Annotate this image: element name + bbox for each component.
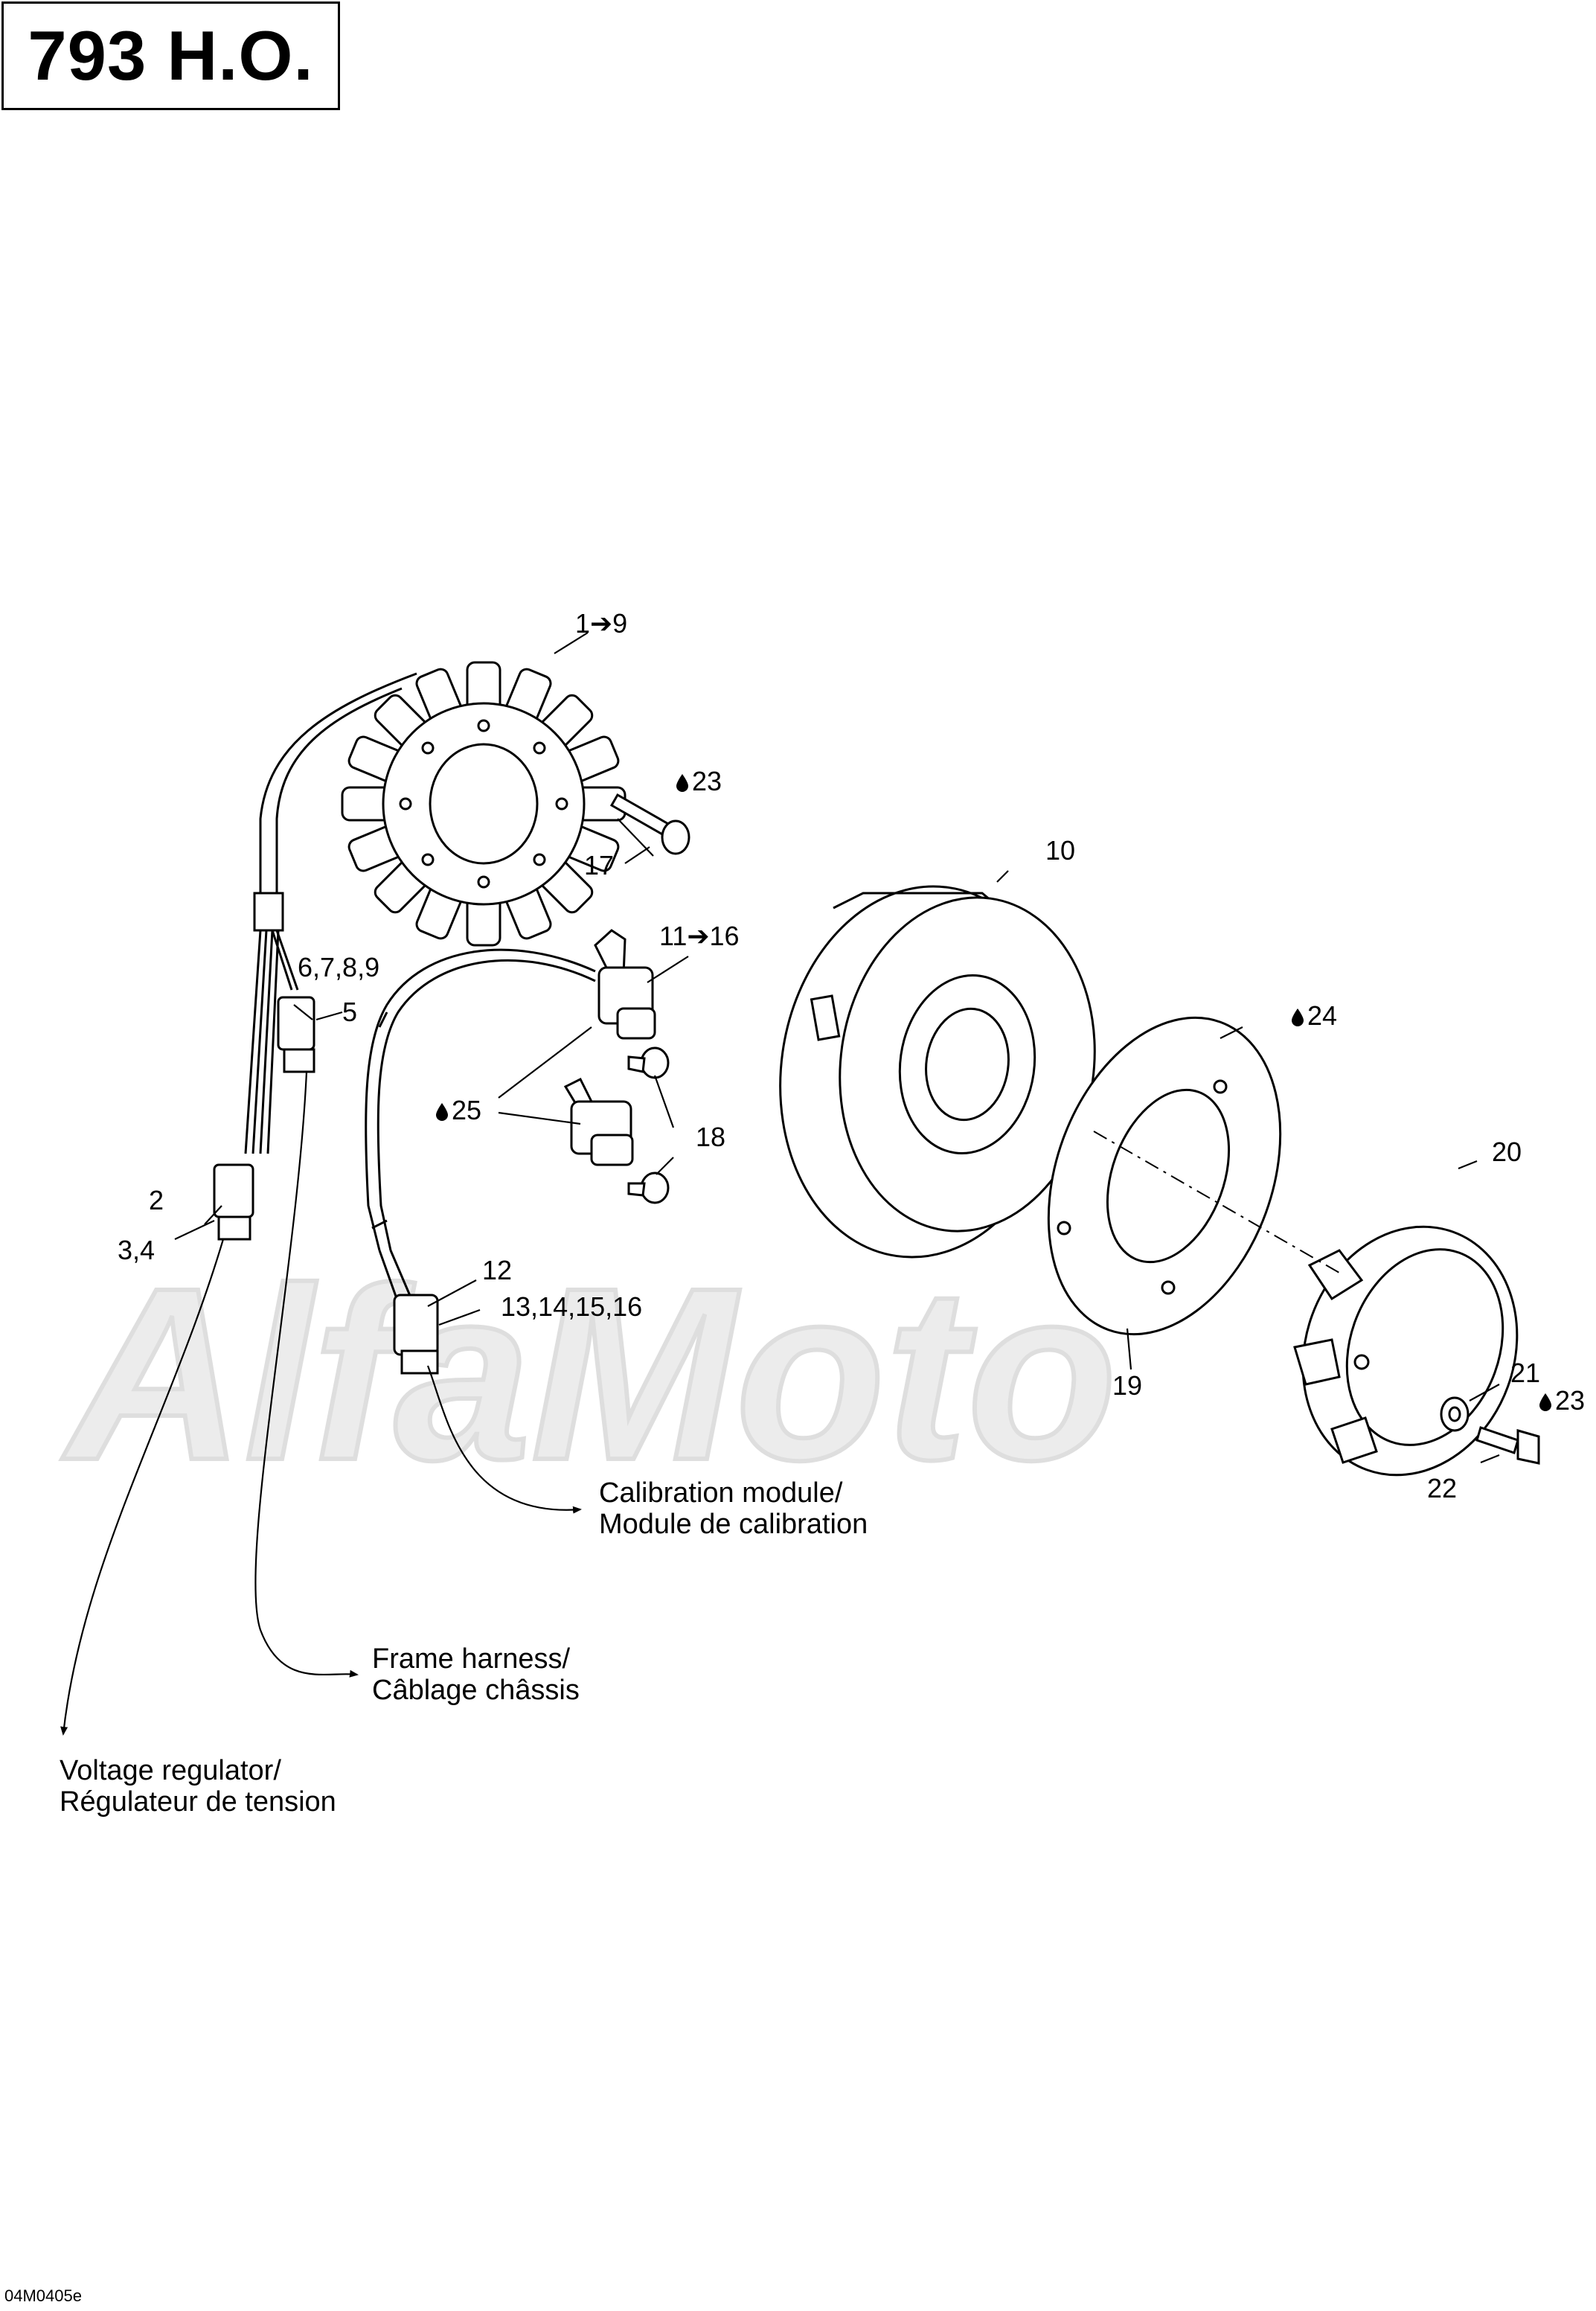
washer-21 — [1440, 1396, 1470, 1432]
callout-24: 24 — [1291, 1001, 1337, 1031]
watermark: AlfaMoto — [57, 1234, 1120, 1513]
calibration-module-fr: Module de calibration — [599, 1509, 868, 1540]
callout-13-16: 13,14,15,16 — [501, 1291, 643, 1322]
spacer-ring — [1047, 1016, 1282, 1336]
callout-22: 22 — [1427, 1473, 1458, 1503]
callout-25-number: 25 — [452, 1095, 482, 1125]
callout-23-gear: 23 — [1539, 1386, 1585, 1416]
stator-harness — [213, 672, 417, 1241]
callout-20: 20 — [1492, 1137, 1522, 1167]
frame-harness-fr: Câblage châssis — [372, 1675, 580, 1706]
voltage-regulator-en: Voltage regulator/ — [60, 1755, 281, 1786]
calibration-module-en: Calibration module/ — [599, 1477, 843, 1509]
bolt-17 — [609, 793, 690, 855]
callout-3-4: 3,4 — [118, 1235, 156, 1265]
callout-23-stator-number: 23 — [692, 766, 722, 796]
drop-icon — [1539, 1393, 1551, 1411]
flywheel — [779, 885, 1096, 1259]
callout-2: 2 — [149, 1185, 164, 1215]
page-title: 793 H.O. — [28, 16, 314, 95]
drawing-code: 04M0405e — [4, 2286, 82, 2305]
callout-25: 25 — [435, 1096, 481, 1125]
title-box: 793 H.O. — [1, 1, 340, 110]
drop-icon — [436, 1103, 448, 1121]
callout-5: 5 — [342, 997, 358, 1027]
callout-12: 12 — [482, 1255, 513, 1285]
callout-23-gear-number: 23 — [1555, 1385, 1586, 1416]
watermark-text: AlfaMoto — [60, 1236, 1118, 1511]
stator — [341, 661, 626, 947]
callout-18: 18 — [696, 1122, 726, 1152]
callout-1-9: 1➔9 — [575, 608, 628, 639]
frame-harness-en: Frame harness/ — [372, 1643, 571, 1675]
bolt-22 — [1475, 1426, 1540, 1465]
ring-gear — [1293, 1225, 1519, 1477]
callout-17: 17 — [584, 850, 615, 880]
routing-lines — [60, 1071, 582, 1736]
callout-6-7-8-9: 6,7,8,9 — [298, 952, 380, 982]
drop-icon — [1292, 1009, 1304, 1026]
drop-icon — [676, 774, 688, 792]
callout-24-number: 24 — [1307, 1000, 1338, 1031]
calibration-module-label: Calibration module/ Module de calibratio… — [599, 1477, 868, 1540]
trigger-harness — [365, 948, 596, 1375]
trigger-coils — [563, 929, 670, 1204]
callout-19: 19 — [1112, 1370, 1143, 1401]
callout-23-stator: 23 — [676, 767, 722, 796]
callout-21: 21 — [1510, 1358, 1541, 1388]
callout-11-16: 11➔16 — [659, 921, 740, 951]
callout-10: 10 — [1045, 835, 1076, 866]
voltage-regulator-fr: Régulateur de tension — [60, 1786, 336, 1818]
center-axis — [1093, 1131, 1340, 1273]
voltage-regulator-label: Voltage regulator/ Régulateur de tension — [60, 1755, 336, 1818]
leader-lines — [174, 632, 1500, 1464]
frame-harness-label: Frame harness/ Câblage châssis — [372, 1643, 580, 1706]
